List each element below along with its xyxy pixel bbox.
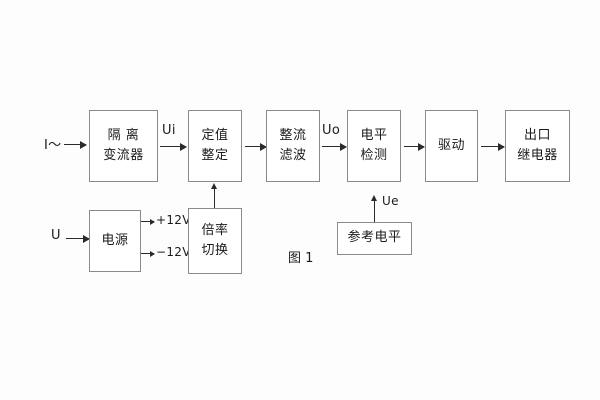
block-rectify-filter-line1: 整流 xyxy=(279,127,307,143)
current-input-label: I～ xyxy=(44,138,62,153)
block-setting-value-line1: 定值 xyxy=(201,127,229,143)
block-rectify-filter-line2: 滤波 xyxy=(279,148,307,163)
block-level-detect-line2: 检测 xyxy=(360,148,388,163)
block-isolation-ct-line1: 隔 离 xyxy=(107,127,140,143)
block-multiplier-switch-line1: 倍率 xyxy=(201,222,229,238)
multiplier-to-setting-arrow xyxy=(211,183,217,208)
block-isolation-ct[interactable]: 隔 离 变流器 xyxy=(89,110,158,182)
block-level-detect[interactable]: 电平 检测 xyxy=(347,110,401,182)
block-setting-value-line2: 整定 xyxy=(201,148,229,163)
uo-arrow xyxy=(322,142,347,151)
voltage-input-arrow xyxy=(66,234,90,243)
supply-negative-label: −12V xyxy=(156,245,191,259)
block-rectify-filter[interactable]: 整流 滤波 xyxy=(266,110,320,182)
current-input-arrow xyxy=(64,140,87,149)
reference-to-level-detect-arrow xyxy=(371,195,377,222)
block-multiplier-switch[interactable]: 倍率 切换 xyxy=(188,208,242,274)
block-output-relay-line1: 出口 xyxy=(523,127,551,143)
block-drive-line1: 驱动 xyxy=(437,137,465,153)
supply-negative-arrow xyxy=(141,250,155,257)
supply-positive-label: +12V xyxy=(156,213,191,227)
block-power-supply-line1: 电源 xyxy=(101,232,129,248)
block-reference-level[interactable]: 参考电平 xyxy=(337,222,412,255)
level-detect-to-drive-arrow xyxy=(404,142,425,151)
block-setting-value[interactable]: 定值 整定 xyxy=(188,110,242,182)
block-output-relay-line2: 继电器 xyxy=(517,148,558,163)
setting-to-rectify-arrow xyxy=(245,142,267,151)
ui-arrow xyxy=(160,142,187,151)
block-power-supply[interactable]: 电源 xyxy=(89,210,141,272)
block-multiplier-switch-line2: 切换 xyxy=(201,243,229,258)
block-isolation-ct-line2: 变流器 xyxy=(103,148,144,163)
drive-to-relay-arrow xyxy=(481,142,505,151)
ue-signal-label: Ue xyxy=(382,194,399,208)
block-level-detect-line1: 电平 xyxy=(360,127,388,143)
supply-positive-arrow xyxy=(141,218,155,225)
voltage-input-label: U xyxy=(51,228,61,243)
block-drive[interactable]: 驱动 xyxy=(425,110,478,182)
block-reference-level-line1: 参考电平 xyxy=(347,230,402,246)
ui-signal-label: Ui xyxy=(162,123,176,138)
block-output-relay[interactable]: 出口 继电器 xyxy=(505,110,570,182)
uo-signal-label: Uo xyxy=(322,123,341,138)
figure-caption: 图 1 xyxy=(288,251,314,266)
